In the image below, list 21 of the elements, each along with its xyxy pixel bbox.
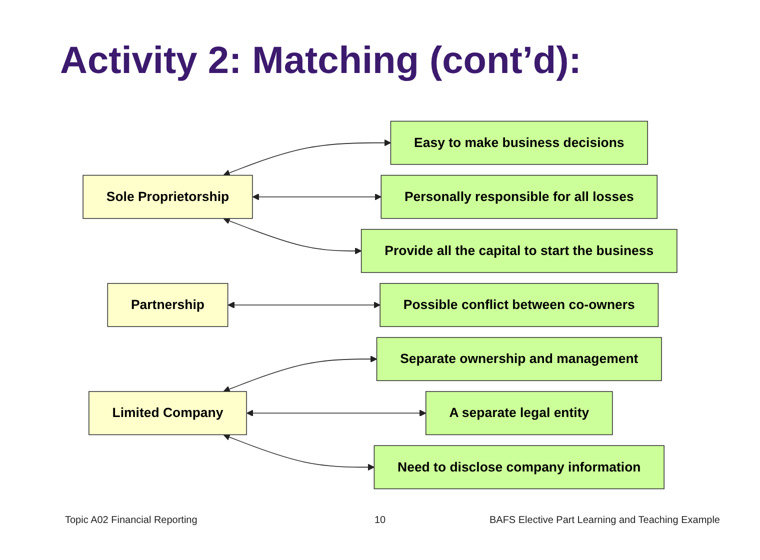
arrow (223, 218, 362, 254)
arrow (223, 434, 374, 471)
slide-title: Activity 2: Matching (cont’d): (60, 40, 582, 83)
arrow (252, 193, 382, 200)
node-box: Need to disclose company information (374, 445, 664, 490)
arrow (228, 302, 380, 308)
node-box: Provide all the capital to start the business (360, 228, 678, 273)
arrow (223, 139, 392, 176)
footer-text: BAFS Elective Part Learning and Teaching Example (488, 515, 720, 527)
node-box: Personally responsible for all losses (380, 174, 658, 219)
arrow (223, 356, 378, 392)
page-number: 10 (373, 515, 387, 527)
node-box: A separate legal entity (425, 391, 613, 436)
node-box: Possible conflict between co-owners (380, 283, 659, 327)
node-box: Limited Company (88, 391, 247, 436)
node-box: Easy to make business decisions (390, 120, 648, 165)
node-box: Separate ownership and management (376, 337, 662, 382)
arrow (246, 410, 426, 417)
node-box: Partnership (107, 283, 228, 327)
footer-text: Topic A02 Financial Reporting (65, 515, 198, 527)
node-box: Sole Proprietorship (82, 174, 253, 219)
